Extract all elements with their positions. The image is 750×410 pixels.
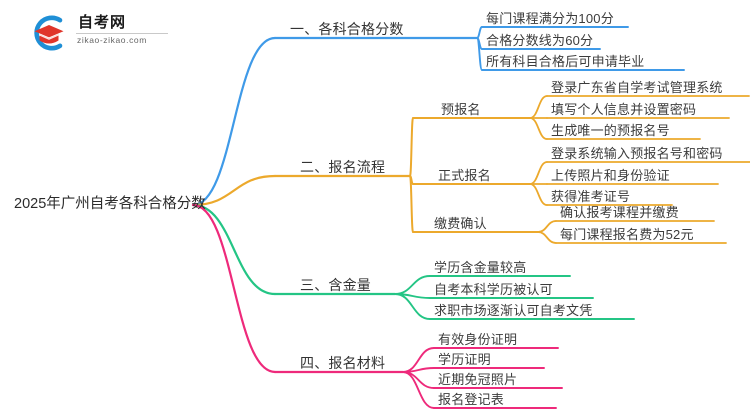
- sub-branch-label-2-1[interactable]: 预报名: [441, 102, 481, 117]
- leaf-label-3-1[interactable]: 学历含金量较高: [434, 260, 527, 275]
- site-logo: 自考网 zikao-zikao.com: [30, 12, 170, 54]
- sub-branch-label-2-3[interactable]: 缴费确认: [434, 216, 487, 231]
- root-node[interactable]: 2025年广州自考各科合格分数: [14, 196, 206, 212]
- leaf-label-3-3[interactable]: 求职市场逐渐认可自考文凭: [434, 303, 593, 318]
- leaf-label-4-1[interactable]: 有效身份证明: [438, 332, 518, 347]
- branch-label-3[interactable]: 三、含金量: [300, 277, 371, 293]
- leaf-label-2-3-1[interactable]: 确认报考课程并缴费: [560, 205, 679, 220]
- leaf-label-1-1[interactable]: 每门课程满分为100分: [486, 11, 614, 26]
- leaf-label-1-3[interactable]: 所有科目合格后可申请毕业: [486, 54, 645, 69]
- leaf-label-3-2[interactable]: 自考本科学历被认可: [434, 282, 553, 297]
- sub-branch-label-2-2[interactable]: 正式报名: [438, 168, 491, 183]
- graduation-cap-in-circle-icon: [30, 14, 70, 52]
- branch-label-1[interactable]: 一、各科合格分数: [290, 21, 404, 37]
- leaf-label-2-1-2[interactable]: 填写个人信息并设置密码: [551, 102, 697, 117]
- leaf-label-4-2[interactable]: 学历证明: [438, 352, 491, 367]
- leaf-label-2-2-1[interactable]: 登录系统输入预报名号和密码: [551, 146, 723, 161]
- leaf-label-2-2-3[interactable]: 获得准考证号: [551, 189, 631, 204]
- logo-text: 自考网 zikao-zikao.com: [76, 14, 172, 46]
- leaf-label-2-2-2[interactable]: 上传照片和身份验证: [551, 168, 670, 183]
- logo-subtitle: zikao-zikao.com: [77, 35, 147, 45]
- branch-label-2[interactable]: 二、报名流程: [300, 159, 386, 175]
- leaf-label-2-3-2[interactable]: 每门课程报名费为52元: [560, 227, 694, 242]
- logo-title: 自考网: [78, 14, 127, 31]
- leaf-label-2-1-3[interactable]: 生成唯一的预报名号: [551, 123, 670, 138]
- leaf-label-1-2[interactable]: 合格分数线为60分: [486, 33, 594, 48]
- branch-label-4[interactable]: 四、报名材料: [300, 355, 386, 371]
- leaf-label-4-3[interactable]: 近期免冠照片: [438, 372, 518, 387]
- leaf-label-2-1-1[interactable]: 登录广东省自学考试管理系统: [551, 80, 723, 95]
- logo-divider: [76, 33, 168, 34]
- leaf-label-4-4[interactable]: 报名登记表: [438, 392, 505, 407]
